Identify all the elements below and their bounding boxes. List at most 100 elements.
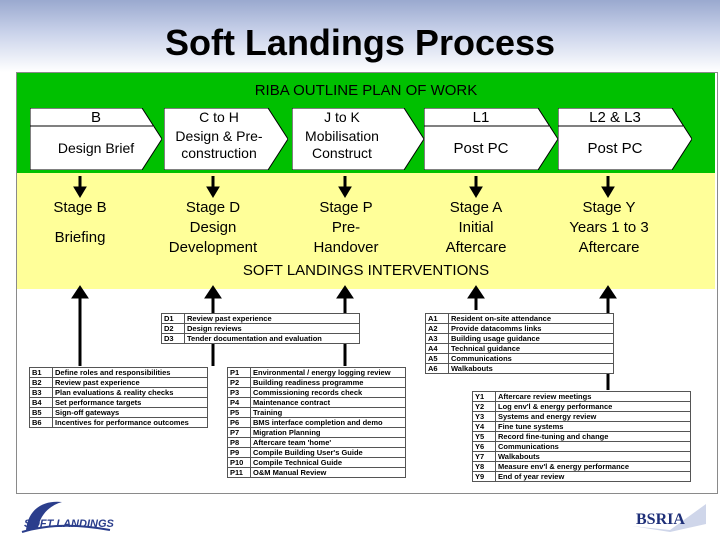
intervention-text: Fine tune systems [495, 421, 691, 432]
sl-stage-desc: Years 1 to 3 Aftercare [569, 219, 649, 256]
riba-code: L2 & L3 [589, 109, 641, 126]
sl-stage-desc: Briefing [54, 229, 106, 246]
page-title: Soft Landings Process [164, 22, 556, 63]
intervention-code: P5 [227, 407, 251, 418]
intervention-code: Y8 [472, 461, 496, 472]
intervention-code: A1 [425, 313, 449, 324]
riba-code: J to K [324, 109, 360, 125]
intervention-code: Y4 [472, 421, 496, 432]
intervention-code: B3 [29, 387, 53, 398]
intervention-text: Record fine-tuning and change [495, 431, 691, 442]
sl-stage-title: Stage Y [582, 199, 636, 216]
intervention-code: P7 [227, 427, 251, 438]
intervention-text: Compile Technical Guide [250, 457, 406, 468]
soft-landings-band [17, 173, 715, 289]
riba-heading: RIBA OUTLINE PLAN OF WORK [254, 82, 478, 99]
intervention-text: Define roles and responsibilities [52, 367, 208, 378]
svg-text:BSRIA: BSRIA [636, 511, 685, 528]
intervention-text: Building usage guidance [448, 333, 614, 344]
intervention-text: Review past experience [184, 313, 360, 324]
intervention-code: B6 [29, 417, 53, 428]
riba-code: C to H [199, 109, 239, 125]
intervention-text: BMS interface completion and demo [250, 417, 406, 428]
diagram-frame [16, 72, 718, 494]
intervention-text: Training [250, 407, 406, 418]
intervention-code: Y5 [472, 431, 496, 442]
intervention-code: P2 [227, 377, 251, 388]
intervention-text: Aftercare review meetings [495, 391, 691, 402]
intervention-text: Provide datacomms links [448, 323, 614, 334]
intervention-text: Communications [495, 441, 691, 452]
intervention-text: Communications [448, 353, 614, 364]
intervention-code: P11 [227, 467, 251, 478]
intervention-text: Log env'l & energy performance [495, 401, 691, 412]
intervention-text: Migration Planning [250, 427, 406, 438]
riba-stage-b: B Design Brief [30, 108, 162, 170]
intervention-text: Maintenance contract [250, 397, 406, 408]
intervention-code: A5 [425, 353, 449, 364]
intervention-text: Walkabouts [495, 451, 691, 462]
intervention-code: P3 [227, 387, 251, 398]
riba-code: L1 [472, 109, 490, 126]
intervention-code: P8 [227, 437, 251, 448]
sl-stage-p: Stage P Pre-Handover [296, 198, 396, 258]
intervention-code: A2 [425, 323, 449, 334]
intervention-text: Systems and energy review [495, 411, 691, 422]
riba-name: Mobilisation Construct [305, 128, 379, 161]
intervention-code: D2 [161, 323, 185, 334]
sl-stage-b: Stage B Briefing [28, 198, 132, 248]
svg-text:SOFT LANDINGS: SOFT LANDINGS [24, 518, 114, 530]
riba-stage-l1: L1 Post PC [424, 108, 558, 170]
riba-stage-c-h: C to H Design & Pre-construction [164, 108, 288, 170]
sl-stage-title: Stage D [185, 199, 241, 216]
intervention-code: Y1 [472, 391, 496, 402]
intervention-text: Set performance targets [52, 397, 208, 408]
riba-name: Design & Pre-construction [175, 128, 263, 161]
intervention-text: Resident on-site attendance [448, 313, 614, 324]
bsria-logo: BSRIA [632, 504, 706, 532]
riba-name: Post PC [587, 140, 643, 157]
intervention-code: Y3 [472, 411, 496, 422]
intervention-code: Y2 [472, 401, 496, 412]
sl-stage-desc: Initial Aftercare [445, 219, 507, 256]
intervention-text: Aftercare team 'home' [250, 437, 406, 448]
intervention-code: D1 [161, 313, 185, 324]
sl-stage-y: Stage Y Years 1 to 3 Aftercare [556, 198, 662, 258]
intervention-code: B2 [29, 377, 53, 388]
intervention-code: Y7 [472, 451, 496, 462]
sl-stage-desc: Design Development [168, 219, 258, 256]
intervention-code: P9 [227, 447, 251, 458]
intervention-code: Y6 [472, 441, 496, 452]
intervention-text: O&M Manual Review [250, 467, 406, 478]
intervention-code: D3 [161, 333, 185, 344]
intervention-text: Sign-off gateways [52, 407, 208, 418]
sl-stage-title: Stage B [53, 199, 107, 216]
sl-stage-title: Stage P [319, 199, 373, 216]
intervention-code: B5 [29, 407, 53, 418]
